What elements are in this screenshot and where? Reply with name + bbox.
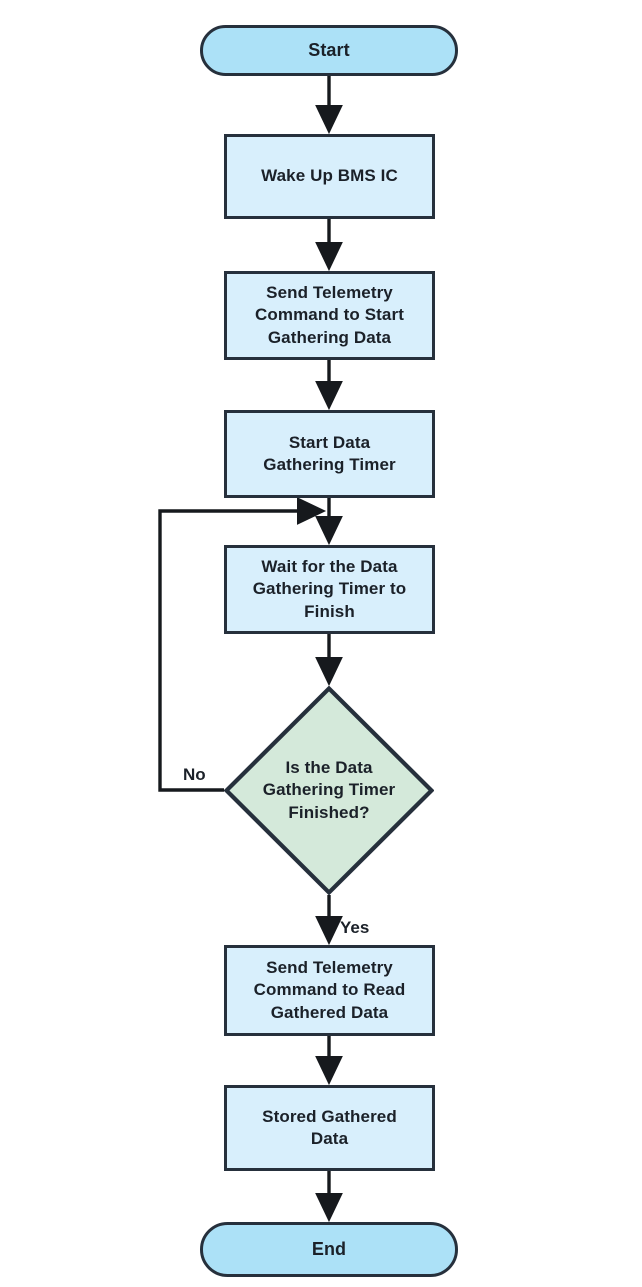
edge-label-yes: Yes xyxy=(340,918,370,937)
node-wake-up-bms-ic-label: Wake Up BMS IC xyxy=(261,166,398,186)
node-send-telemetry-start[interactable]: Send Telemetry Command to Start Gatherin… xyxy=(224,271,435,360)
node-start-data-gathering-timer[interactable]: Start Data Gathering Timer xyxy=(224,410,435,498)
node-stored-gathered-data[interactable]: Stored Gathered Data xyxy=(224,1085,435,1171)
node-send-telemetry-start-label: Send Telemetry Command to Start Gatherin… xyxy=(255,282,404,347)
node-start-label: Start xyxy=(308,39,350,60)
node-end[interactable]: End xyxy=(200,1222,458,1277)
decision-diamond-shape xyxy=(224,686,434,895)
node-timer-finished-decision[interactable]: Is the Data Gathering Timer Finished? xyxy=(224,686,434,895)
node-wait-for-timer-label: Wait for the Data Gathering Timer to Fin… xyxy=(252,556,407,621)
node-wake-up-bms-ic[interactable]: Wake Up BMS IC xyxy=(224,134,435,219)
edge-label-no: No xyxy=(183,765,206,784)
node-start[interactable]: Start xyxy=(200,25,458,76)
edge-decision-no-feedback-loop xyxy=(158,497,327,792)
node-wait-for-timer[interactable]: Wait for the Data Gathering Timer to Fin… xyxy=(224,545,435,634)
node-send-telemetry-read[interactable]: Send Telemetry Command to Read Gathered … xyxy=(224,945,435,1036)
node-send-telemetry-read-label: Send Telemetry Command to Read Gathered … xyxy=(253,957,406,1022)
node-end-label: End xyxy=(311,1238,347,1259)
node-stored-gathered-data-label: Stored Gathered Data xyxy=(262,1106,397,1148)
node-start-data-gathering-timer-label: Start Data Gathering Timer xyxy=(263,432,396,474)
